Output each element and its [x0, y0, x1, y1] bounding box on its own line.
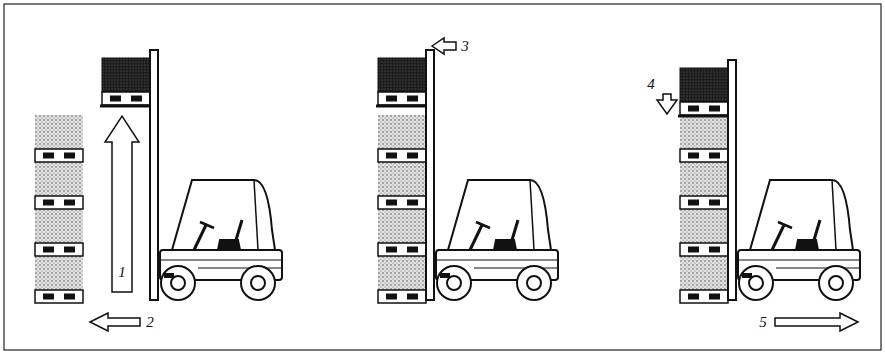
- step-number: 3: [461, 38, 469, 54]
- step-number: 5: [759, 314, 767, 330]
- step-number: 1: [118, 264, 126, 280]
- step-number: 4: [647, 76, 655, 92]
- step-number: 2: [146, 314, 154, 330]
